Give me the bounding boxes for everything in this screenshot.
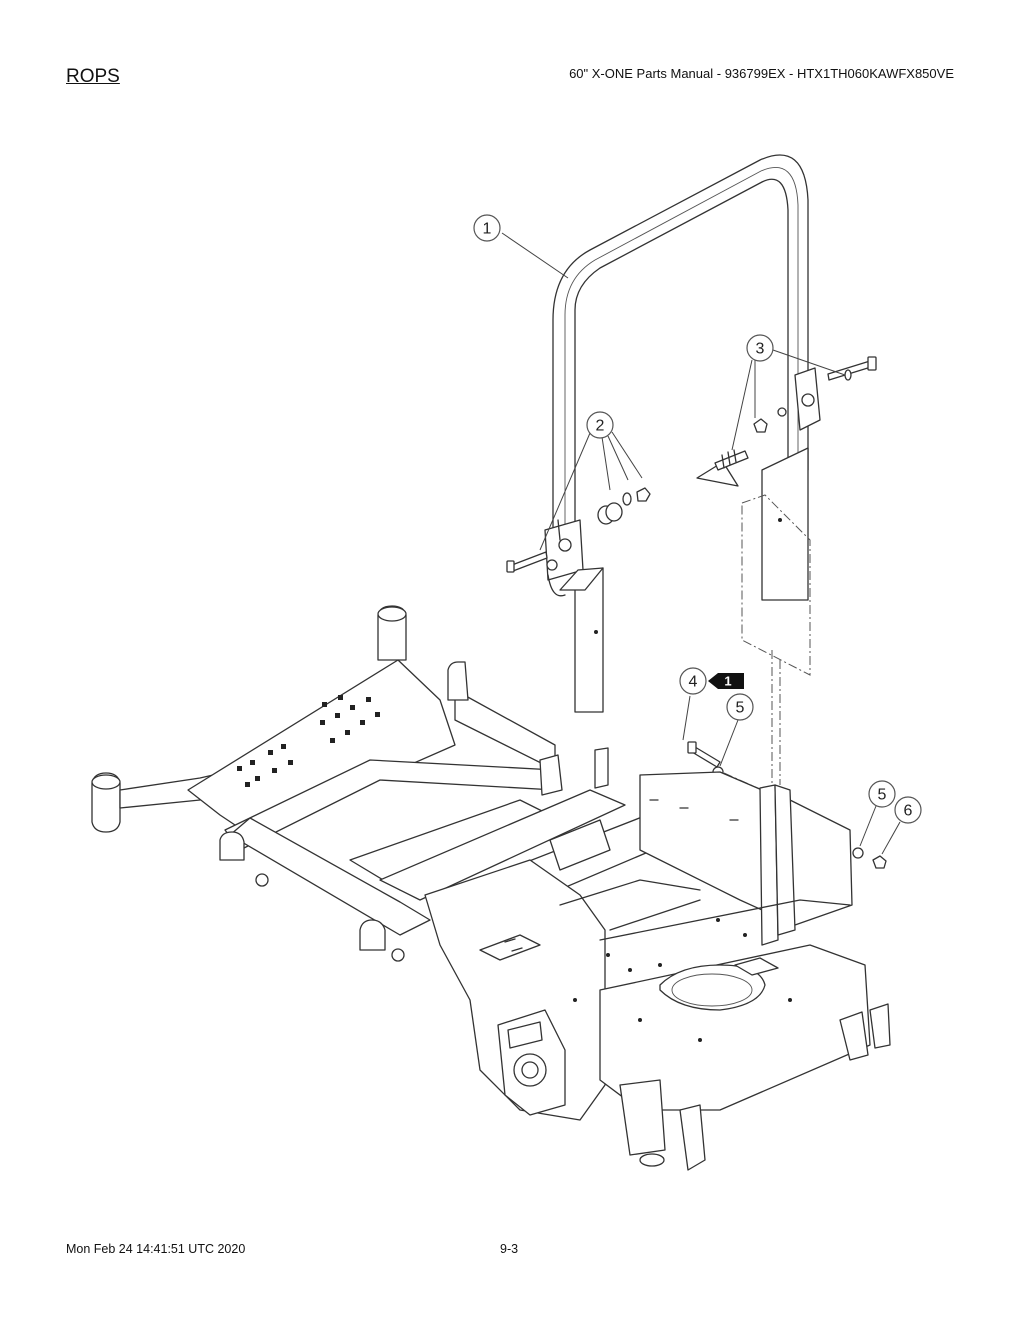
- svg-text:4: 4: [689, 674, 698, 691]
- page-title: ROPS: [66, 66, 120, 87]
- callout-6[interactable]: 6: [894, 796, 922, 824]
- rops-left-lower-post: [544, 519, 604, 713]
- svg-text:6: 6: [904, 803, 913, 820]
- manual-header: 60" X-ONE Parts Manual - 936799EX - HTX1…: [569, 66, 954, 81]
- hardware-washer-5b: [852, 847, 864, 859]
- hardware-nut-6: [872, 855, 887, 869]
- hardware-pin-3: [696, 449, 749, 487]
- callout-5a[interactable]: 5: [726, 693, 754, 721]
- hardware-bolt-2: [506, 551, 548, 573]
- hardware-washer-2: [622, 492, 632, 506]
- hardware-nut-3: [753, 418, 768, 433]
- footer-page-number: 9-3: [500, 1242, 519, 1256]
- callout-2[interactable]: 2: [586, 411, 614, 439]
- svg-text:1: 1: [724, 674, 731, 689]
- hardware-spacer-2: [597, 502, 623, 525]
- leader-lines: [501, 232, 901, 855]
- callout-3[interactable]: 3: [746, 334, 774, 362]
- footer-timestamp: Mon Feb 24 14:41:51 UTC 2020: [66, 1242, 246, 1256]
- rops-upper-loop: [552, 154, 809, 546]
- callout-1[interactable]: 1: [473, 214, 501, 242]
- svg-text:1: 1: [483, 221, 492, 238]
- hardware-bolt-4: [687, 741, 721, 768]
- hardware-bolt-3: [827, 356, 877, 381]
- rops-right-lower-post: [761, 367, 821, 601]
- svg-text:5: 5: [736, 700, 745, 717]
- svg-text:5: 5: [878, 787, 887, 804]
- svg-text:3: 3: [756, 341, 765, 358]
- mower-main-frame: [91, 605, 891, 1171]
- hardware-nut-2: [636, 487, 651, 502]
- svg-text:2: 2: [596, 418, 605, 435]
- callout-5b[interactable]: 5: [868, 780, 896, 808]
- note-tag: 1: [708, 673, 744, 689]
- callout-4[interactable]: 4: [679, 667, 707, 695]
